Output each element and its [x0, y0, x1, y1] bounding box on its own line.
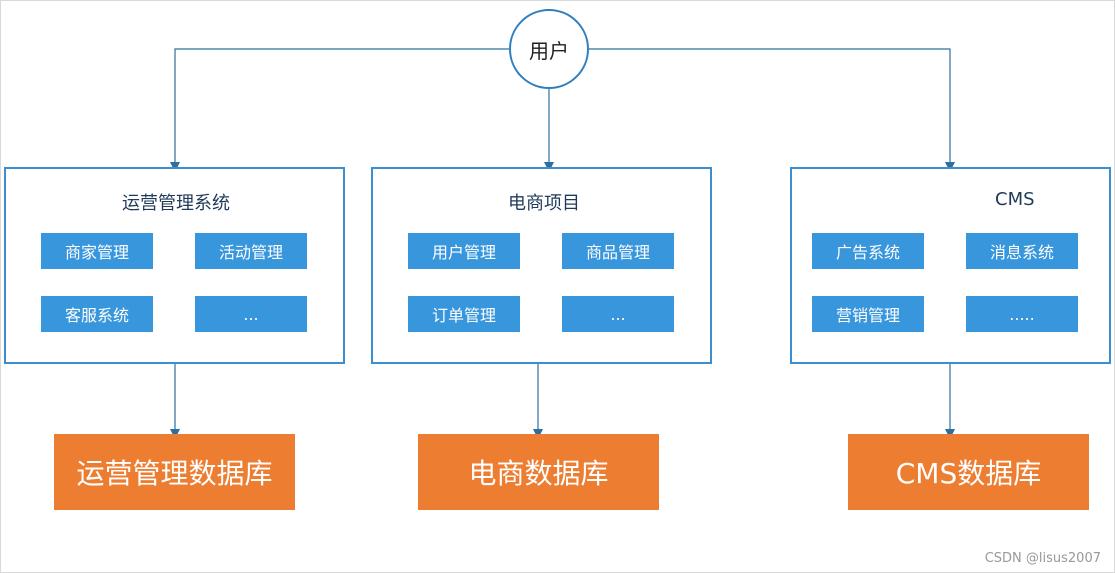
cms-system-title: CMS — [995, 189, 1035, 210]
module-more: ... — [562, 296, 674, 332]
module-user-management: 用户管理 — [408, 233, 520, 269]
module-merchant-management: 商家管理 — [41, 233, 153, 269]
module-more: ... — [195, 296, 307, 332]
ecommerce-database: 电商数据库 — [418, 434, 659, 510]
module-product-management: 商品管理 — [562, 233, 674, 269]
module-customer-service: 客服系统 — [41, 296, 153, 332]
module-marketing-management: 营销管理 — [812, 296, 924, 332]
module-ad-system: 广告系统 — [812, 233, 924, 269]
module-order-management: 订单管理 — [408, 296, 520, 332]
ecommerce-system-title: 电商项目 — [508, 193, 580, 214]
module-more: ..... — [966, 296, 1078, 332]
user-node: 用户 — [509, 9, 589, 89]
watermark: CSDN @lisus2007 — [984, 551, 1101, 566]
ops-system-box: 运营管理系统 商家管理 活动管理 客服系统 ... — [4, 167, 345, 364]
cms-system-box: CMS 广告系统 消息系统 营销管理 ..... — [790, 167, 1111, 364]
module-activity-management: 活动管理 — [195, 233, 307, 269]
cms-database: CMS数据库 — [848, 434, 1089, 510]
module-message-system: 消息系统 — [966, 233, 1078, 269]
connector-user-to-ops — [170, 48, 509, 172]
ops-database: 运营管理数据库 — [54, 434, 295, 510]
ops-system-title: 运营管理系统 — [122, 193, 230, 214]
user-node-label: 用户 — [529, 38, 569, 63]
ecommerce-system-box: 电商项目 用户管理 商品管理 订单管理 ... — [371, 167, 712, 364]
connector-user-to-cms — [589, 48, 955, 172]
